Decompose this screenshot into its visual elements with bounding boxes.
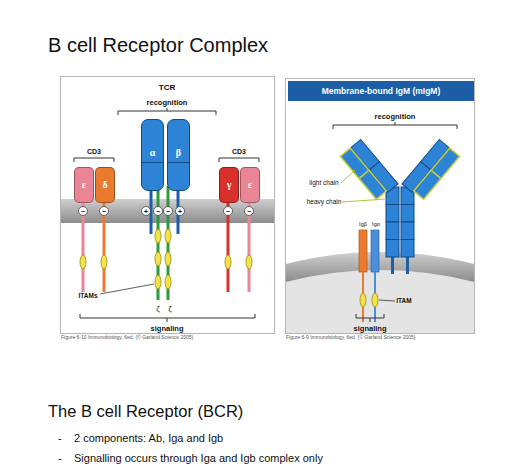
part-label: heavy chain — [307, 199, 342, 206]
chain-label: Igα — [372, 222, 380, 228]
itam-oval — [372, 293, 378, 307]
ig-alpha-chain — [371, 230, 379, 272]
charge-circle — [224, 207, 233, 216]
panel-background — [60, 76, 275, 334]
heavy-chain-stem — [386, 187, 414, 257]
figure-label: TCR — [159, 84, 175, 92]
leader-line — [342, 199, 386, 202]
complex-label: CD3 — [87, 148, 101, 155]
charge-circle — [176, 207, 185, 216]
bracket-label: signaling — [151, 325, 184, 333]
bracket-label: recognition — [375, 113, 416, 121]
chain-label: Igβ — [359, 222, 367, 228]
chain-letter: γ — [227, 180, 232, 190]
chain-letter: ε — [248, 180, 252, 190]
leader-line — [100, 284, 154, 294]
bullet-text: Signalling occurs through Iga and Igb co… — [74, 453, 323, 464]
bracket-label: signaling — [354, 325, 387, 333]
charge-sign: + — [144, 208, 148, 215]
itam-oval — [155, 275, 161, 289]
transmembrane-segment — [406, 256, 409, 274]
charge-circle — [154, 207, 163, 216]
charge-sign: − — [247, 208, 251, 215]
heavy-chain-domain — [401, 205, 414, 223]
complex-label: CD3 — [232, 148, 246, 155]
itam-oval — [360, 293, 366, 307]
charge-circle — [142, 207, 151, 216]
charge-sign: + — [178, 208, 182, 215]
chain-label: ζ — [168, 305, 172, 313]
part-label: ITAM — [396, 298, 411, 305]
itam-oval — [165, 252, 171, 266]
light-chain-domain — [359, 170, 386, 199]
itam-oval — [246, 255, 252, 269]
recognition-bracket — [333, 122, 457, 129]
cell-membrane — [286, 252, 474, 282]
leader-line — [341, 170, 355, 183]
heavy-chain-domain — [401, 240, 414, 258]
charge-sign: − — [166, 208, 170, 215]
signaling-bracket — [356, 314, 384, 322]
bullet-marker: - — [58, 453, 62, 464]
leader-line — [379, 300, 395, 301]
light-chain-domain — [414, 170, 441, 199]
cd3-chain: ε — [240, 167, 260, 203]
figure-header: Membrane-bound IgM (mIgM) — [322, 87, 441, 96]
heavy-chain-domain — [401, 222, 414, 240]
section-heading: The B cell Receptor (BCR) — [48, 403, 243, 420]
cd3-chain: ε — [74, 167, 94, 203]
tcr-chain: α — [141, 119, 164, 191]
itam-oval — [165, 229, 171, 243]
charge-sign: − — [226, 208, 230, 215]
charge-circle — [100, 207, 109, 216]
recognition-bracket — [118, 108, 216, 115]
panel-background — [285, 78, 475, 334]
chain-label: ζ — [156, 305, 160, 313]
itam-oval — [225, 255, 231, 269]
figure-credit: Figure 6-10 Immunobiology, 6ed. (© Garla… — [61, 335, 193, 340]
itam-oval — [155, 229, 161, 243]
heavy-chain-domain — [386, 240, 399, 258]
transmembrane-segment — [391, 256, 394, 274]
charge-sign: − — [156, 208, 160, 215]
signaling-bracket — [80, 314, 255, 322]
chain-letter: α — [150, 148, 156, 158]
figure-credit: Figure 6-9 Immunobiology, 6ed. (© Garlan… — [286, 335, 416, 340]
itam-oval — [80, 255, 86, 269]
itam-oval — [101, 255, 107, 269]
figure-header-band: Membrane-bound IgM (mIgM) — [288, 81, 474, 101]
charge-circles — [79, 207, 254, 216]
bullet-text: 2 components: Ab, Iga and Igb — [74, 433, 223, 444]
tcr-chain: β — [167, 119, 190, 191]
bullet-marker: - — [58, 433, 62, 444]
cd3-chain: γ — [219, 167, 239, 203]
ig-beta-chain — [359, 230, 367, 272]
itam-group — [80, 229, 252, 289]
itam-oval — [155, 252, 161, 266]
charge-circle — [79, 207, 88, 216]
cytoplasm — [286, 270, 474, 333]
charge-circle — [164, 207, 173, 216]
bracket-label: recognition — [147, 99, 188, 107]
slide-title: B cell Receptor Complex — [48, 34, 268, 57]
charge-sign: − — [102, 208, 106, 215]
charge-sign: − — [81, 208, 85, 215]
cd3-bracket — [74, 158, 114, 162]
part-label: light chain — [309, 180, 338, 187]
chain-letter: δ — [102, 180, 107, 190]
cd3-chain: δ — [95, 167, 115, 203]
heavy-chain-domain — [386, 205, 399, 223]
charge-circle — [245, 207, 254, 216]
itam-oval — [165, 275, 171, 289]
cd3-bracket — [219, 158, 259, 162]
part-label: ITAMs — [78, 293, 97, 300]
antibody-arm — [402, 139, 460, 200]
antibody-arm — [340, 139, 398, 200]
chain-letter: β — [176, 148, 181, 158]
heavy-chain-domain — [386, 222, 399, 240]
chain-letter: ε — [82, 180, 86, 190]
